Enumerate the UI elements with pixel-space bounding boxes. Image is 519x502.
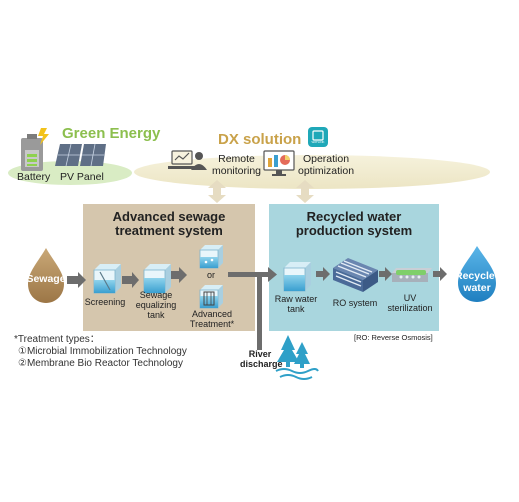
pv-panel-icon bbox=[55, 143, 106, 167]
dx-link-arrows bbox=[208, 180, 314, 203]
screening-label: Screening bbox=[84, 297, 126, 307]
raw-water-tank-label: Raw water tank bbox=[274, 294, 318, 314]
uv-sterilization-icon bbox=[392, 268, 432, 282]
treatment-types-note: *Treatment types： ①Microbial Immobilizat… bbox=[14, 334, 187, 370]
equalizing-tank-icon bbox=[143, 264, 171, 294]
optimization-icon bbox=[263, 150, 295, 176]
monitoring-icon bbox=[168, 150, 207, 170]
advanced-option-1-icon bbox=[199, 245, 223, 269]
app-icon bbox=[308, 127, 328, 147]
recycled-water-drop-icon bbox=[458, 246, 496, 302]
uv-sterilization-label: UV sterilization bbox=[387, 293, 433, 313]
raw-water-tank-icon bbox=[283, 262, 311, 292]
advanced-option-2-icon bbox=[199, 285, 223, 309]
flow-arrows bbox=[67, 267, 447, 350]
sewage-label: Sewage bbox=[26, 273, 66, 285]
green-energy-title: Green Energy bbox=[62, 125, 161, 142]
battery-icon bbox=[21, 128, 49, 171]
screening-icon bbox=[93, 264, 121, 294]
ro-system-icon bbox=[333, 258, 378, 292]
river-trees-icon bbox=[275, 335, 319, 380]
dx-solution-title: DX solution bbox=[218, 131, 302, 148]
river-discharge-label: River discharge bbox=[240, 349, 283, 369]
advanced-treatment-label: Advanced Treatment* bbox=[189, 309, 235, 329]
treatment-type-item: ①Microbial Immobilization Technology bbox=[18, 346, 187, 357]
pv-panel-label: PV Panel bbox=[60, 171, 104, 183]
treatment-types-heading: *Treatment types： bbox=[14, 334, 100, 345]
sewage-drop-icon bbox=[28, 248, 64, 303]
equalizing-tank-label: Sewage equalizing tank bbox=[135, 290, 177, 320]
or-label: or bbox=[206, 270, 215, 280]
ro-note: [RO: Reverse Osmosis] bbox=[354, 333, 433, 342]
battery-label: Battery bbox=[17, 171, 51, 183]
ro-system-label: RO system bbox=[332, 298, 378, 308]
treatment-type-item: ②Membrane Bio Reactor Technology bbox=[18, 358, 183, 369]
dx-ellipse bbox=[134, 155, 490, 189]
app-icon-text: WATLINK bbox=[311, 140, 325, 144]
